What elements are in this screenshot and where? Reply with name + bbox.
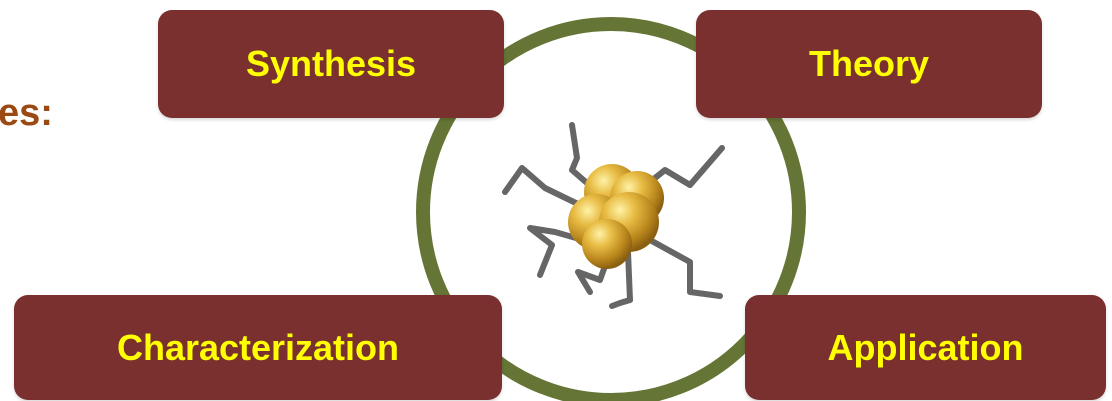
theory-box: Theory bbox=[696, 10, 1042, 118]
characterization-box: Characterization bbox=[14, 295, 502, 400]
synthesis-label: Synthesis bbox=[246, 43, 416, 85]
application-label: Application bbox=[828, 327, 1024, 369]
characterization-label: Characterization bbox=[117, 327, 399, 369]
partial-title: es: bbox=[0, 92, 53, 135]
ligand-chain bbox=[505, 168, 580, 205]
ligand-chain bbox=[650, 240, 720, 296]
synthesis-box: Synthesis bbox=[158, 10, 504, 118]
application-box: Application bbox=[745, 295, 1106, 400]
theory-label: Theory bbox=[809, 43, 929, 85]
